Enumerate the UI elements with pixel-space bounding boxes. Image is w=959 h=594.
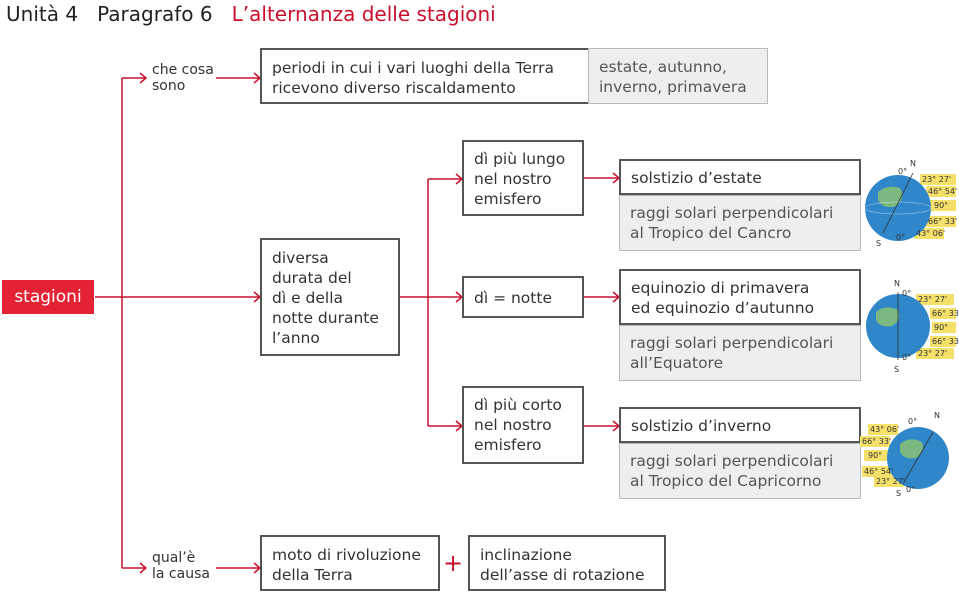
globe3-label-5: 23° 27'	[876, 477, 905, 486]
condition-box-longer-day: dì più lungo nel nostro emisfero	[462, 140, 584, 216]
page-title: L’alternanza delle stagioni	[231, 2, 496, 26]
globe3-label-4: 46° 54'	[864, 467, 893, 476]
causa-label: qual’è la causa	[152, 550, 210, 582]
globe2-label-5: 23° 27'	[918, 349, 947, 358]
che-cosa-label: che cosa sono	[152, 62, 214, 94]
globe3-s: S	[896, 489, 901, 498]
globe1-zero-top: 0°	[898, 167, 907, 176]
globe1-label-1: 23° 27'	[922, 175, 951, 184]
globe2-n: N	[894, 279, 900, 288]
globe3-n: N	[934, 411, 940, 420]
globe2-label-4: 66° 33'	[932, 337, 959, 346]
globe1-s: S	[876, 239, 881, 248]
globe3-zero-bottom: 0°	[906, 485, 915, 494]
globe2-label-2: 66° 33'	[932, 309, 959, 318]
seasons-list-box: estate, autunno, inverno, primavera	[588, 48, 768, 104]
globe2-label-3: 90°	[934, 323, 948, 332]
event-box-equinox: equinozio di primavera ed equinozio d’au…	[619, 269, 861, 325]
event-box-summer-solstice: solstizio d’estate	[619, 159, 861, 195]
globe1-zero-bottom: 0°	[896, 233, 905, 242]
root-node-stagioni: stagioni	[2, 280, 94, 314]
rays-box-capricorn: raggi solari perpendicolari al Tropico d…	[619, 443, 861, 499]
condition-box-shorter-day: dì più corto nel nostro emisfero	[462, 386, 584, 464]
globe2-label-1: 23° 27'	[918, 295, 947, 304]
paragraph-label: Paragrafo 6	[97, 2, 213, 26]
globe1-n: N	[910, 159, 916, 168]
globe1-label-2: 46° 54'	[928, 187, 957, 196]
globe3-zero-top: 0°	[908, 417, 917, 426]
globe3-label-3: 90°	[868, 451, 882, 460]
event-box-winter-solstice: solstizio d’inverno	[619, 407, 861, 443]
condition-box-equal: dì = notte	[462, 276, 584, 318]
globe1-label-3: 90°	[934, 201, 948, 210]
page-header: Unità 4 Paragrafo 6 L’alternanza delle s…	[6, 2, 496, 26]
globe3-label-2: 66° 33'	[862, 437, 891, 446]
rays-box-cancer: raggi solari perpendicolari al Tropico d…	[619, 195, 861, 251]
unit-label: Unità 4	[6, 2, 79, 26]
definition-box: periodi in cui i vari luoghi della Terra…	[260, 48, 590, 104]
globe1-label-5: 43° 06'	[916, 229, 945, 238]
globe2-zero-bottom: 0°	[902, 353, 911, 362]
rays-box-equator: raggi solari perpendicolari all’Equatore	[619, 325, 861, 381]
plus-sign: +	[443, 549, 464, 577]
cause-revolution-box: moto di rivoluzione della Terra	[260, 535, 440, 591]
cause-axis-tilt-box: inclinazione dell’asse di rotazione	[468, 535, 666, 591]
globe2-s: S	[894, 365, 899, 374]
globe1-label-4: 66° 33'	[928, 217, 957, 226]
durata-box: diversa durata del dì e della notte dura…	[260, 238, 400, 356]
globe3-label-1: 43° 06'	[870, 425, 899, 434]
globe2-zero-top: 0°	[902, 289, 911, 298]
